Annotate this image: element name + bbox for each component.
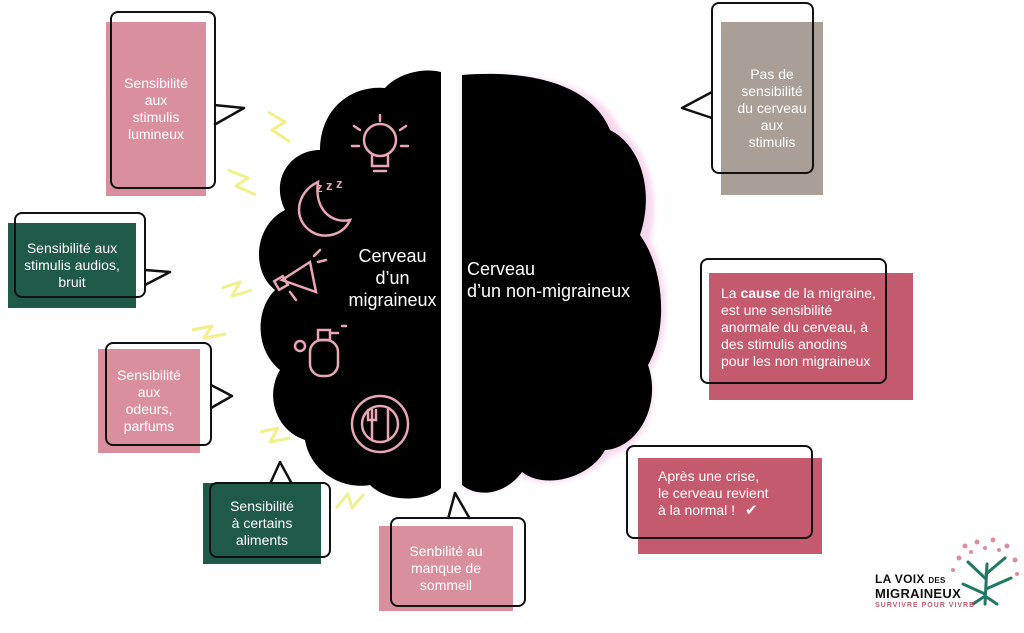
after-crisis-label: Après une crise, le cerveau revient à la…	[658, 468, 769, 518]
bubble-tail	[213, 103, 246, 127]
lightning-bolt	[267, 110, 291, 144]
callout-no-sensitivity-text: Pas de sensibilité du cerveau aux stimul…	[737, 66, 807, 150]
cause-prefix: La	[721, 285, 741, 301]
lightning-bolt	[191, 324, 227, 340]
svg-text:z: z	[336, 176, 343, 191]
right-hemisphere	[462, 73, 662, 493]
callout-smell-text: Sensibilité aux odeurs, parfums	[117, 367, 181, 434]
callout-no-sensitivity-frame	[711, 2, 814, 174]
bubble-tail	[144, 268, 172, 287]
logo: LA VOIX DES MIGRAINEUX SURVIVRE POUR VIV…	[873, 534, 1023, 630]
logo-line2: MIGRAINEUX	[875, 586, 962, 601]
callout-sleep-frame	[390, 517, 526, 607]
logo-line1-text: LA VOIX	[875, 572, 925, 586]
lightning-bolt	[221, 280, 253, 298]
tree-icon	[951, 537, 1019, 606]
cause-rest: de la migraine, est une sensibilité anor…	[721, 285, 876, 369]
callout-smell: Sensibilité aux odeurs, parfums	[98, 349, 200, 453]
callout-audio: Sensibilité aux stimulis audios, bruit	[8, 223, 136, 308]
bubble-tail	[268, 460, 294, 485]
callout-light-text: Sensibilité aux stimulis lumineux	[124, 75, 188, 142]
left-hemisphere	[258, 70, 441, 499]
callout-light-frame	[110, 11, 216, 189]
megaphone-icon	[272, 248, 328, 302]
lightning-bolt	[259, 426, 291, 444]
logo-line1: LA VOIX DES	[875, 572, 946, 586]
lightbulb-icon	[350, 113, 410, 173]
callout-audio-text: Sensibilité aux stimulis audios, bruit	[24, 240, 120, 290]
bubble-tail	[446, 491, 472, 520]
right-brain-label: Cerveau d’un non-migraineux	[467, 259, 631, 301]
svg-text:z: z	[316, 180, 323, 195]
callout-sleep: Senbilité au manque de sommeil	[379, 526, 513, 611]
logo-line1-small: DES	[928, 576, 946, 585]
callout-smell-frame	[105, 342, 212, 446]
lightning-bolts	[191, 110, 366, 510]
callout-food-text: Sensibilité à certains aliments	[230, 498, 294, 548]
lightning-bolt	[334, 492, 366, 510]
callout-food: Sensibilité à certains aliments	[203, 483, 321, 564]
svg-text:z: z	[326, 178, 333, 193]
left-brain-label: Cerveau d’un migraineux	[348, 246, 437, 310]
callout-cause-text: La cause de la migraine, est une sensibi…	[721, 285, 876, 370]
callout-after-crisis-text: Après une crise, le cerveau revient à la…	[658, 468, 769, 519]
callout-food-frame	[209, 482, 331, 558]
lightning-bolt	[227, 168, 257, 197]
check-icon: ✔	[745, 502, 758, 519]
moon-icon: z z z	[297, 176, 353, 237]
plate-icon	[350, 394, 410, 454]
callout-sleep-text: Senbilité au manque de sommeil	[409, 543, 483, 593]
perfume-icon	[293, 324, 348, 378]
logo-tagline: SURVIVRE POUR VIVRE	[875, 602, 975, 609]
callout-audio-frame	[14, 212, 146, 298]
callout-after-crisis-frame	[626, 445, 813, 539]
bubble-tail	[210, 383, 234, 410]
callout-cause-frame	[700, 258, 887, 384]
bubble-tail	[680, 90, 713, 120]
cause-bold: cause	[740, 285, 781, 301]
callout-light: Sensibilité aux stimulis lumineux	[106, 22, 206, 196]
